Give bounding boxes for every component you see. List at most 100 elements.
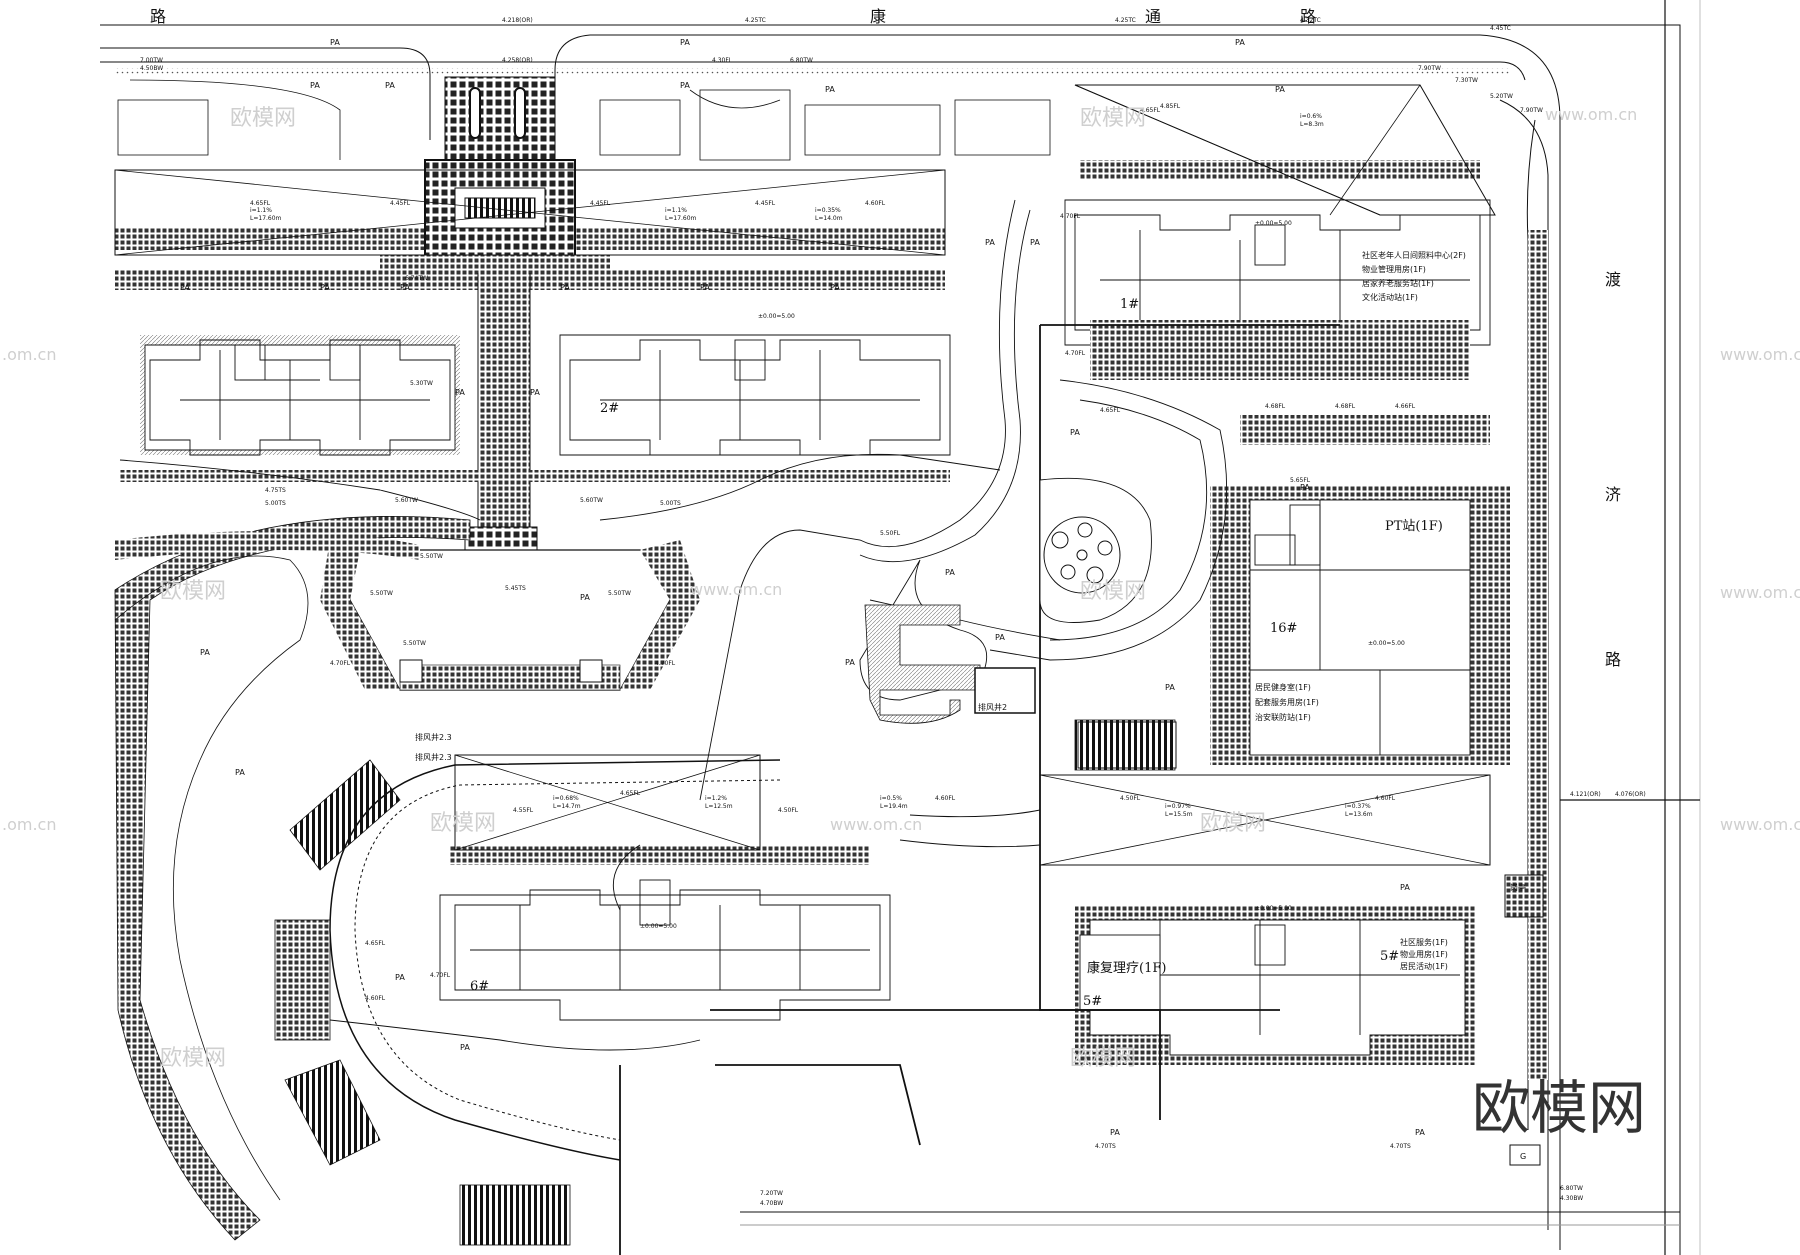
spot-level: 4.85FL [1160, 103, 1181, 110]
pa-marker: PA [1275, 85, 1285, 94]
faint-url-1: www.om.cn [1545, 105, 1637, 124]
spot-level: 4.66FL [1395, 403, 1416, 410]
central-plaza-hatch-left [320, 540, 400, 690]
faint-watermark-7: 欧模网 [160, 1046, 226, 1071]
spot-level: 4.65FL [365, 940, 386, 947]
spot-level: 4.68FL [1335, 403, 1356, 410]
slope: i=0.5% [880, 795, 902, 802]
datum-1: ±0.00=5.00 [1255, 220, 1292, 227]
guard-house-label: 岗亭 [1510, 882, 1526, 892]
building-5 [1075, 905, 1475, 1065]
spot-level: 4.45TC [1490, 25, 1511, 32]
spot-level: 4.60FL [1375, 795, 1396, 802]
north-small-structures [117, 79, 1051, 161]
spot-level: 5.60TW [395, 497, 418, 504]
spot-level: 4.68FL [1265, 403, 1286, 410]
pa-marker: PA [1300, 483, 1310, 492]
spot-level: 7.30TW [1455, 77, 1478, 84]
spot-level: 5.50TW [403, 640, 426, 647]
spot-level: 5.50FL [880, 530, 901, 537]
faint-url-2: www.om.cn [690, 580, 782, 599]
spot-level: 4.70FL [1065, 350, 1086, 357]
spot-level: 5.00TS [265, 500, 286, 507]
slope: L=12.5m [705, 803, 733, 810]
spot-level: 5.30TW [410, 380, 433, 387]
pa-marker: PA [180, 283, 190, 292]
slope: i=0.37% [1345, 803, 1371, 810]
datum-4: ±0.00=5.00 [1368, 640, 1405, 647]
road-name-east-lu: 路 [1605, 650, 1621, 669]
faint-url-4: www.om.cn [1720, 583, 1800, 602]
building-5-note-3: 居民活动(1F) [1400, 961, 1448, 971]
spot-levels: 4.218(OR) 4.25TC 4.25TC 4.32TC 4.45TC 4.… [140, 17, 1646, 1207]
spot-level: 6.80TW [790, 57, 813, 64]
pa-marker: PA [460, 1043, 470, 1052]
building-1-note-2: 物业管理用房(1F) [1362, 264, 1426, 274]
central-ring-road [329, 759, 781, 1161]
spot-level: 4.32TC [1300, 17, 1321, 24]
road-name-north-lu: 路 [1300, 7, 1316, 26]
spot-level: 4.25TC [745, 17, 766, 24]
pa-marker: PA [1235, 38, 1245, 47]
spot-level: 4.70FL [330, 660, 351, 667]
slope: L=17.60m [250, 215, 282, 222]
spot-level: 5.60TW [580, 497, 603, 504]
road-name-north-kang: 康 [870, 7, 886, 26]
faint-url-3: www.om.cn [830, 815, 922, 834]
building-1 [1064, 199, 1491, 380]
gate-box [1509, 1144, 1541, 1166]
pa-marker: PA [310, 81, 320, 90]
spot-level: 4.50FL [778, 807, 799, 814]
slope-annotations: i=1.1% L=17.60m i=1.1% L=17.60m i=0.35% … [250, 113, 1373, 818]
pa-marker: PA [385, 81, 395, 90]
building-1-note-4: 文化活动站(1F) [1362, 292, 1418, 302]
vent-shaft-label-1: 排风井2.3 [415, 732, 452, 742]
spot-level: 4.25TC [1115, 17, 1136, 24]
building-5-label: 5# [1083, 994, 1102, 1009]
building-16-note-1: 居民健身室(1F) [1255, 682, 1311, 692]
slope: i=1.1% [665, 207, 687, 214]
spot-level: 4.45FL [590, 200, 611, 207]
pa-marker: PA [400, 283, 410, 292]
building-6-label: 6# [470, 979, 489, 994]
slope: i=1.1% [250, 207, 272, 214]
building-16 [1210, 485, 1510, 765]
slope: i=0.35% [815, 207, 841, 214]
spot-level: 4.55FL [513, 807, 534, 814]
pa-marker: PA [1165, 683, 1175, 692]
zoning-boundaries [114, 84, 1496, 1255]
spot-level: 5.20TW [1490, 93, 1513, 100]
spot-level: 4.218(OR) [502, 17, 533, 24]
pa-marker: PA [580, 593, 590, 602]
faint-url-5: www.om.cn [1720, 815, 1800, 834]
building-2 [140, 334, 951, 456]
spot-level: 4.65FL [250, 200, 271, 207]
spot-level: 7.90TW [1520, 107, 1543, 114]
spot-level: 4.65FL [1140, 107, 1161, 114]
central-ring-road-inner [354, 779, 781, 1141]
pa-marker: PA [995, 633, 1005, 642]
building-5-note-2: 物业用房(1F) [1400, 949, 1448, 959]
building-2-label: 2# [600, 401, 619, 416]
slope: i=0.97% [1165, 803, 1191, 810]
pa-marker: PA [560, 283, 570, 292]
spot-level: 4.70FL [1060, 213, 1081, 220]
datum-2: ±0.00=5.00 [758, 313, 795, 320]
building-16-note-2: 配套服务用房(1F) [1255, 697, 1319, 707]
pa-marker: PA [455, 388, 465, 397]
spot-level: 4.258(OR) [502, 57, 533, 64]
road-name-north-left: 路 [150, 7, 166, 26]
central-axis-path [477, 254, 531, 531]
building-1-label: 1# [1120, 297, 1139, 312]
pa-marker: PA [330, 38, 340, 47]
slope: L=8.3m [1300, 121, 1324, 128]
pa-marker: PA [395, 973, 405, 982]
pa-marker: PA [1415, 1128, 1425, 1137]
road-name-east-du: 渡 [1605, 270, 1621, 289]
spot-level: 4.45FL [755, 200, 776, 207]
pa-marker: PA [845, 658, 855, 667]
slope: L=19.4m [880, 803, 908, 810]
spot-level: 4.70FL [655, 660, 676, 667]
pa-marker: PA [700, 283, 710, 292]
